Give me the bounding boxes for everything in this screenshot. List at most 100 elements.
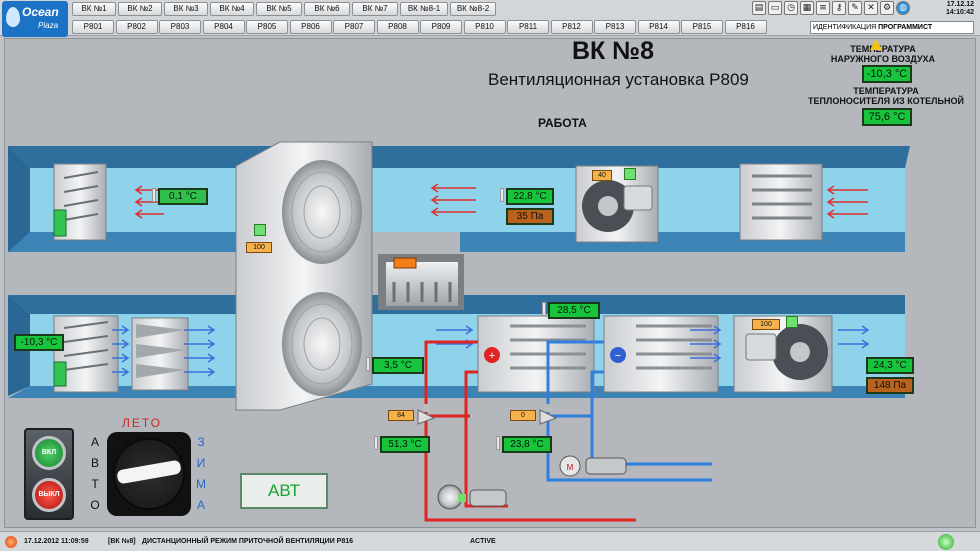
coolant-label-line2: ТЕПЛОНОСИТЕЛЯ ИЗ КОТЕЛЬНОЙ	[808, 96, 964, 106]
svg-text:M: M	[567, 463, 574, 472]
tab-p812[interactable]: P812	[550, 20, 593, 34]
tab-p814[interactable]: P814	[637, 20, 680, 34]
folder-icon[interactable]: ▭	[768, 1, 782, 15]
warning-icon[interactable]	[870, 39, 882, 50]
exhaust-pressure: 35 Па	[506, 208, 554, 225]
summer-label: ЛЕТО	[122, 416, 163, 430]
sensor-marker	[542, 302, 546, 316]
start-stop-panel: ВКЛ ВЫКЛ	[24, 428, 74, 520]
supply-pressure: 148 Па	[866, 377, 914, 394]
tab-vk-2[interactable]: ВК №2	[118, 2, 162, 16]
water-drop-icon	[6, 7, 20, 27]
heater-pump	[437, 484, 507, 510]
logo-subtext: Plaza	[38, 21, 59, 30]
close-icon[interactable]: ✕	[864, 1, 878, 15]
exhaust-flow-arrows	[134, 183, 868, 219]
exhaust-fan-status	[624, 168, 636, 180]
alarm-indicator-icon	[5, 536, 17, 548]
coolant-temp-label: ТЕМПЕРАТУРА ТЕПЛОНОСИТЕЛЯ ИЗ КОТЕЛЬНОЙ	[803, 86, 969, 106]
tab-vk-9[interactable]: ВК №8-2	[450, 2, 496, 16]
rotary-recuperator	[235, 141, 373, 411]
auto-letter: В	[90, 456, 99, 470]
water-cooler: −	[603, 315, 719, 393]
winter-letter: И	[196, 456, 206, 470]
clock-date: 17.12.12	[946, 1, 974, 8]
sensor-marker	[496, 436, 500, 450]
winter-letter: М	[196, 477, 206, 491]
alarm-clock-icon[interactable]: ◷	[784, 1, 798, 15]
svg-text:+: +	[489, 350, 495, 362]
tab-p816[interactable]: P816	[724, 20, 767, 34]
off-button[interactable]: ВЫКЛ	[32, 478, 66, 512]
heater-valve	[417, 404, 436, 425]
tab-p815[interactable]: P815	[681, 20, 723, 34]
tab-vk-8[interactable]: ВК №8-1	[400, 2, 448, 16]
calendar-icon[interactable]: ▦	[800, 1, 814, 15]
winter-letter: А	[196, 498, 205, 512]
exhaust-outlet-damper	[53, 163, 107, 241]
tab-p801[interactable]: P801	[72, 20, 114, 34]
clock: 17.12.12 14:10:42	[946, 1, 974, 17]
tab-vk-3[interactable]: ВК №3	[164, 2, 208, 16]
page-subtitle: Вентиляционная установка P809	[488, 70, 749, 89]
status-text: РАБОТА	[538, 116, 587, 130]
key-icon[interactable]: ⚷	[832, 1, 846, 15]
logo-text: Ocean	[22, 5, 59, 19]
on-button[interactable]: ВКЛ	[32, 436, 66, 470]
tab-vk-5[interactable]: ВК №5	[256, 2, 302, 16]
auto-letter: Т	[91, 477, 99, 491]
water-heater: +	[477, 315, 595, 393]
sensor-marker	[500, 188, 504, 202]
exhaust-in-temp: 22,8 °C	[506, 188, 554, 205]
outdoor-temp-label: ТЕМПЕРАТУРА НАРУЖНОГО ВОЗДУХА	[818, 44, 948, 64]
mode-selector-knob[interactable]	[107, 432, 191, 516]
recuperator-percent: 100	[246, 242, 272, 253]
supply-in-temp: -10,3 °C	[14, 334, 64, 351]
tools-icon[interactable]: ⚙	[880, 1, 894, 15]
svg-text:−: −	[615, 350, 621, 362]
tools-icon[interactable]: ✎	[848, 1, 862, 15]
sensor-marker	[366, 357, 370, 371]
tab-p809[interactable]: P809	[420, 20, 462, 34]
tab-p807[interactable]: P807	[333, 20, 375, 34]
tab-vk-1[interactable]: ВК №1	[72, 2, 116, 16]
chart-icon[interactable]: ≡	[816, 1, 830, 15]
system-ok-icon[interactable]	[938, 534, 954, 550]
outdoor-temp-value: -10,3 °C	[862, 65, 912, 83]
tab-p810[interactable]: P810	[463, 20, 506, 34]
tab-vk-6[interactable]: ВК №6	[304, 2, 350, 16]
tab-p813[interactable]: P813	[594, 20, 636, 34]
after-recuperator-temp: 3,5 °C	[372, 357, 424, 374]
supply-flow-arrows	[112, 325, 870, 377]
outdoor-label-line1: ТЕМПЕРАТУРА	[850, 44, 916, 54]
tab-p811[interactable]: P811	[507, 20, 549, 34]
alarm-source: [ВК №8]	[108, 538, 136, 545]
outdoor-label-line2: НАРУЖНОГО ВОЗДУХА	[830, 54, 936, 64]
tab-vk-4[interactable]: ВК №4	[210, 2, 254, 16]
coolant-label-line1: ТЕМПЕРАТУРА	[853, 86, 919, 96]
supply-fan-status	[786, 316, 798, 328]
page-title: ВК №8	[572, 37, 655, 65]
identification-user: ПРОГРАММИСТ	[878, 24, 933, 31]
recuperator-status	[254, 224, 266, 236]
globe-icon[interactable]: ◍	[896, 1, 910, 15]
heater-valve-percent: 84	[388, 410, 414, 421]
chart-icon[interactable]: ▤	[752, 1, 766, 15]
tab-p805[interactable]: P805	[246, 20, 288, 34]
tab-vk-7[interactable]: ВК №7	[352, 2, 398, 16]
exhaust-filter	[739, 163, 823, 241]
supply-fan-percent: 100	[752, 319, 780, 330]
auto-mode-button[interactable]: АВТ	[240, 473, 328, 509]
alarm-timestamp: 17.12.2012 11:09:59	[24, 538, 89, 545]
cooler-return-temp: 23,8 °C	[502, 436, 552, 453]
tab-p803[interactable]: P803	[159, 20, 201, 34]
heater-return-temp: 51,3 °C	[380, 436, 430, 453]
tab-p802[interactable]: P802	[115, 20, 158, 34]
tab-p804[interactable]: P804	[202, 20, 245, 34]
tab-p806[interactable]: P806	[289, 20, 332, 34]
tab-p808[interactable]: P808	[376, 20, 419, 34]
supply-out-temp: 24,3 °C	[866, 357, 914, 374]
